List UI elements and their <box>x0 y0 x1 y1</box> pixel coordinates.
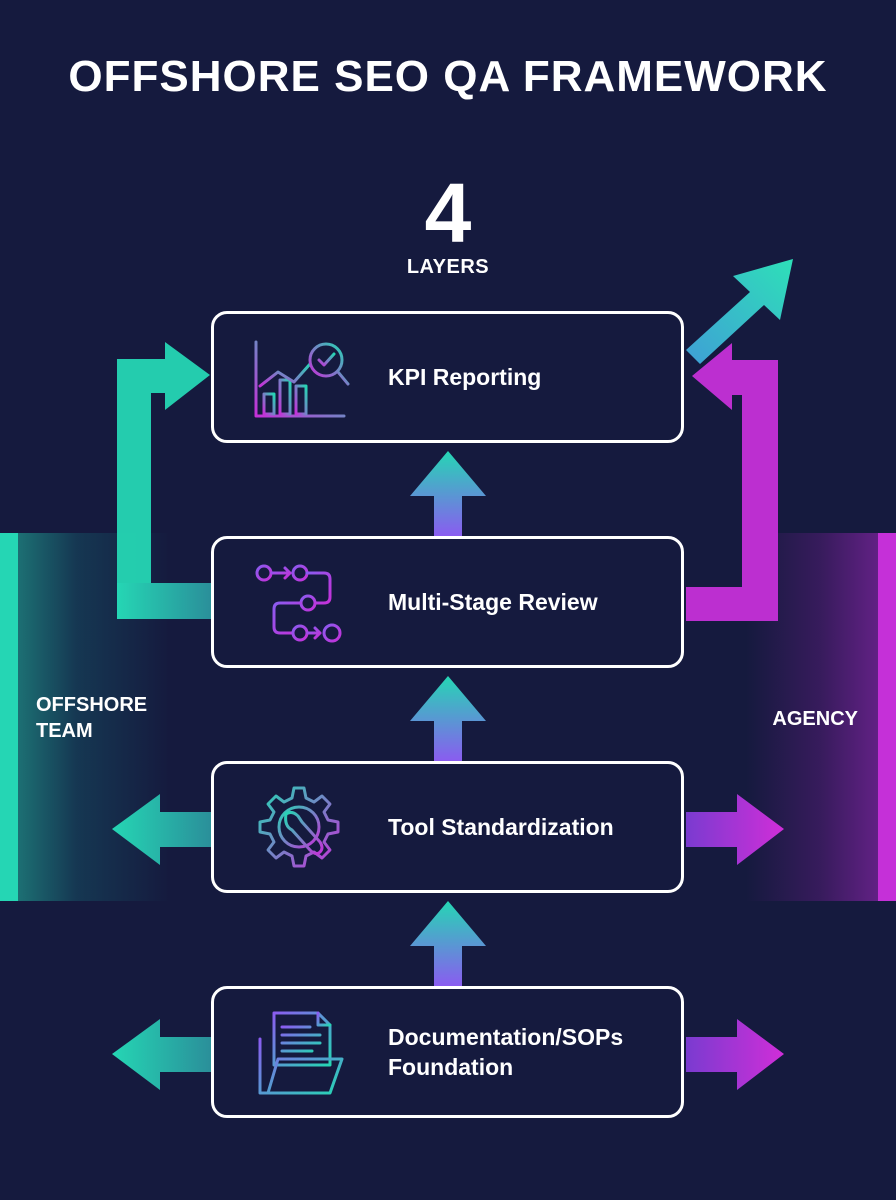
chart-magnifier-check-icon <box>254 340 350 418</box>
layer-documentation-sops: Documentation/SOPs Foundation <box>211 986 684 1118</box>
offshore-team-label: OFFSHORE TEAM <box>36 694 148 742</box>
layer-count: 4 <box>424 166 472 260</box>
layer-label: KPI Reporting <box>388 364 542 390</box>
layer-kpi-reporting: KPI Reporting <box>211 311 684 443</box>
up-arrow-2 <box>410 676 486 761</box>
growth-arrow <box>686 259 793 364</box>
layer-multi-stage-review: Multi-Stage Review <box>211 536 684 668</box>
right-arrow-tools <box>686 794 784 865</box>
layer-label: Documentation/SOPs Foundation <box>388 1024 624 1080</box>
right-arrow-docs <box>686 1019 784 1090</box>
left-loop-base <box>117 583 211 619</box>
gear-wrench-icon <box>258 786 340 868</box>
workflow-nodes-icon <box>255 564 342 643</box>
right-loop-arrow <box>686 343 778 621</box>
left-arrow-tools <box>112 794 211 865</box>
up-arrow-3 <box>410 901 486 986</box>
layer-label: Multi-Stage Review <box>388 589 598 615</box>
left-arrow-docs <box>112 1019 211 1090</box>
up-arrow-1 <box>410 451 486 536</box>
layer-label: Tool Standardization <box>388 814 614 840</box>
agency-label: AGENCY <box>772 708 858 730</box>
document-folder-icon <box>258 1011 344 1095</box>
layer-count-label: LAYERS <box>406 256 490 278</box>
layer-tool-standardization: Tool Standardization <box>211 761 684 893</box>
page-title: OFFSHORE SEO QA FRAMEWORK <box>68 52 828 101</box>
left-loop-arrow <box>117 342 211 587</box>
